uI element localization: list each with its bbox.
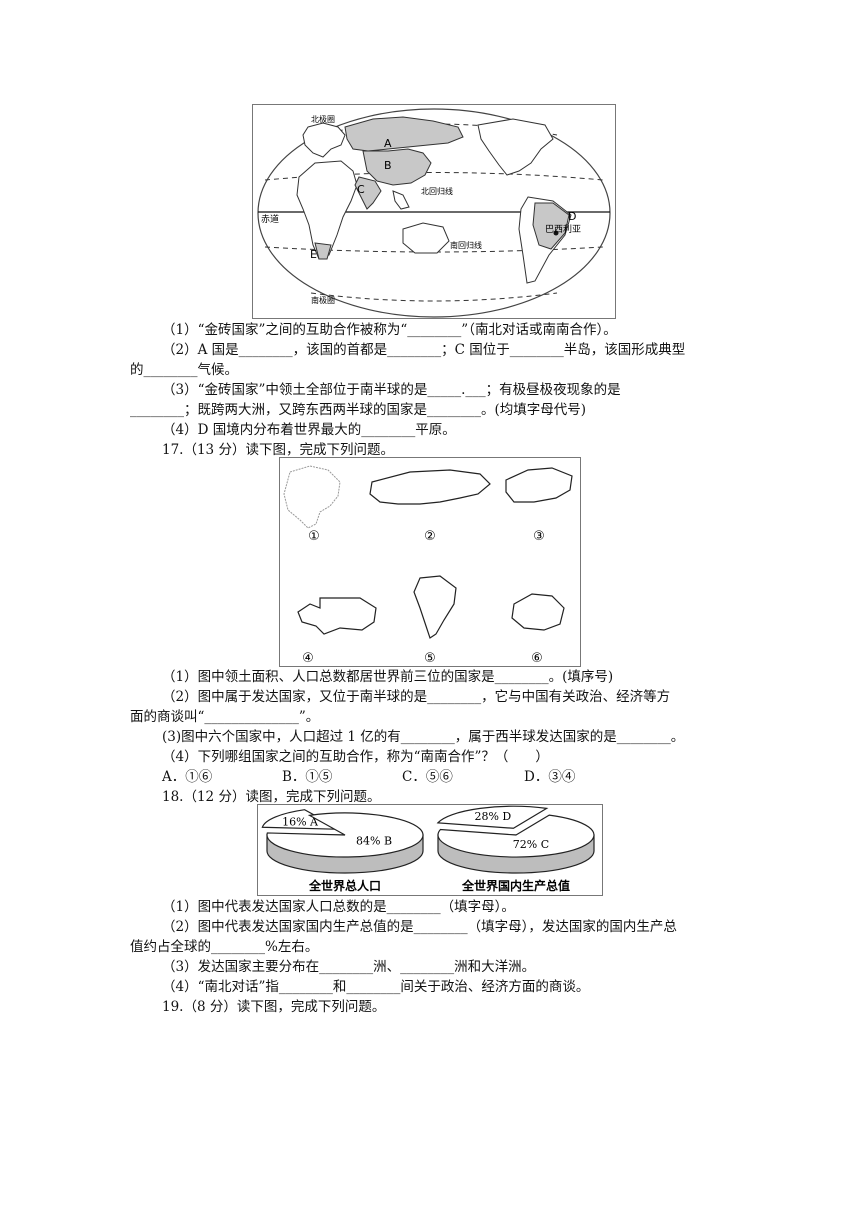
figure-label-5: ⑤ <box>424 651 436 666</box>
q16-part4: （4）D 国境内分布着世界最大的________平原。 <box>162 422 456 438</box>
figure-label-6: ⑥ <box>531 651 543 666</box>
q18-title: 18.（12 分）读图，完成下列问题。 <box>162 789 381 805</box>
q16-part3-line1: （3）“金砖国家”中领土全部位于南半球的是_____.___；有极昼极夜现象的是 <box>162 382 621 398</box>
southeast-asia <box>392 190 410 210</box>
q17-part2-line2: 面的商谈叫“______________”。 <box>130 709 320 725</box>
india-shaded <box>354 176 382 210</box>
north-america <box>477 118 554 176</box>
country-outlines-figure: ① ② ③ ④ ⑤ ⑥ <box>279 457 581 667</box>
label-A: A <box>384 137 392 150</box>
q16-part2-line1: （2）A 国是________，该国的首都是________；C 国位于____… <box>162 342 686 358</box>
pie2-label-D: 28% D <box>474 810 511 823</box>
q18-part4: （4）“南北对话”指________和________间关于政治、经济方面的商谈… <box>162 979 590 995</box>
q17-title: 17.（13 分）读下图，完成下列问题。 <box>162 442 394 458</box>
q17-part3: (3)图中六个国家中，人口超过 1 亿的有________，属于西半球发达国家的… <box>162 729 685 745</box>
country-outline-3 <box>505 467 573 503</box>
country-outline-2 <box>369 469 491 505</box>
label-B: B <box>384 159 392 172</box>
q16-part1: （1）“金砖国家”之间的互助合作被称为“________”（南北对话或南南合作）… <box>162 322 617 338</box>
tropic-capricorn-label: 南回归线 <box>450 240 482 250</box>
australia-landmass <box>402 222 450 254</box>
arctic-circle-label: 北极圈 <box>311 114 335 124</box>
brazil-shaded <box>532 202 570 250</box>
pie2-title: 全世界国内生产总值 <box>461 878 570 893</box>
label-D: D <box>568 210 576 223</box>
q17-part4: （4）下列哪组国家之间的互助合作，称为“南南合作”？（ ） <box>162 749 549 765</box>
pie1-slice-B <box>266 812 424 858</box>
q18-part2-line1: （2）图中代表发达国家国内生产总值的是________（填字母），发达国家的国内… <box>162 919 677 935</box>
equator-label: 赤道 <box>261 213 279 225</box>
q16-part2-line2: 的________气候。 <box>130 362 238 378</box>
figure-label-1: ① <box>308 529 320 544</box>
country-outline-1 <box>283 465 341 529</box>
q16-part3-line2: ________；既跨两大洲，又跨东西两半球的国家是________。(均填字母… <box>130 402 587 418</box>
pie2-slice-C <box>437 814 595 858</box>
tropic-cancer-label: 北回归线 <box>421 186 453 196</box>
country-outline-6 <box>511 593 565 631</box>
china-shaded <box>362 148 432 186</box>
q17-part2-line1: （2）图中属于发达国家，又位于南半球的是________，它与中国有关政治、经济… <box>162 689 671 705</box>
pie1-label-B: 84% B <box>356 835 392 848</box>
pie-charts-figure: 全世界总人口 全世界国内生产总值 16% A 84% B 72% C 28% D <box>257 804 603 896</box>
antarctic-circle-label: 南极圈 <box>311 295 335 305</box>
pie2-label-C: 72% C <box>513 838 549 851</box>
q18-part3: （3）发达国家主要分布在________洲、________洲和大洋洲。 <box>162 959 536 975</box>
q17-option-b: B．①⑤ <box>282 769 333 785</box>
figure-label-2: ② <box>424 529 436 544</box>
pie1-title: 全世界总人口 <box>308 878 381 893</box>
figure-label-3: ③ <box>533 529 545 544</box>
q17-option-d: D．③④ <box>524 769 576 785</box>
figure-label-4: ④ <box>302 651 314 666</box>
q18-part2-line2: 值约占全球的________%左右。 <box>130 939 319 955</box>
q19-title: 19.（8 分）读下图，完成下列问题。 <box>162 999 386 1015</box>
antarctic-circle-line <box>310 292 558 302</box>
country-outline-4 <box>297 597 377 635</box>
label-C: C <box>357 183 365 196</box>
pie1-label-A: 16% A <box>282 816 319 829</box>
south-africa-shaded <box>314 242 332 260</box>
pie1-slice-A <box>261 809 341 830</box>
brasilia-label: 巴西利亚 <box>545 223 581 235</box>
africa-landmass <box>296 160 358 260</box>
country-outline-5 <box>413 575 457 639</box>
q18-part1: （1）图中代表发达国家人口总数的是________（填字母）。 <box>162 899 515 915</box>
q17-part1: （1）图中领土面积、人口总数都居世界前三位的国家是________。(填序号) <box>162 669 614 685</box>
q17-option-a: A．①⑥ <box>162 769 213 785</box>
q17-option-c: C．⑤⑥ <box>402 769 453 785</box>
pie2-slice-D <box>436 805 549 829</box>
brasilia-dot <box>553 230 559 236</box>
world-map-figure: 北极圈 北回归线 赤道 南回归线 南极圈 巴西利亚 A B C D E <box>252 104 616 319</box>
russia-shaded <box>344 116 464 152</box>
europe-landmass <box>302 122 346 158</box>
label-E: E <box>310 248 317 261</box>
